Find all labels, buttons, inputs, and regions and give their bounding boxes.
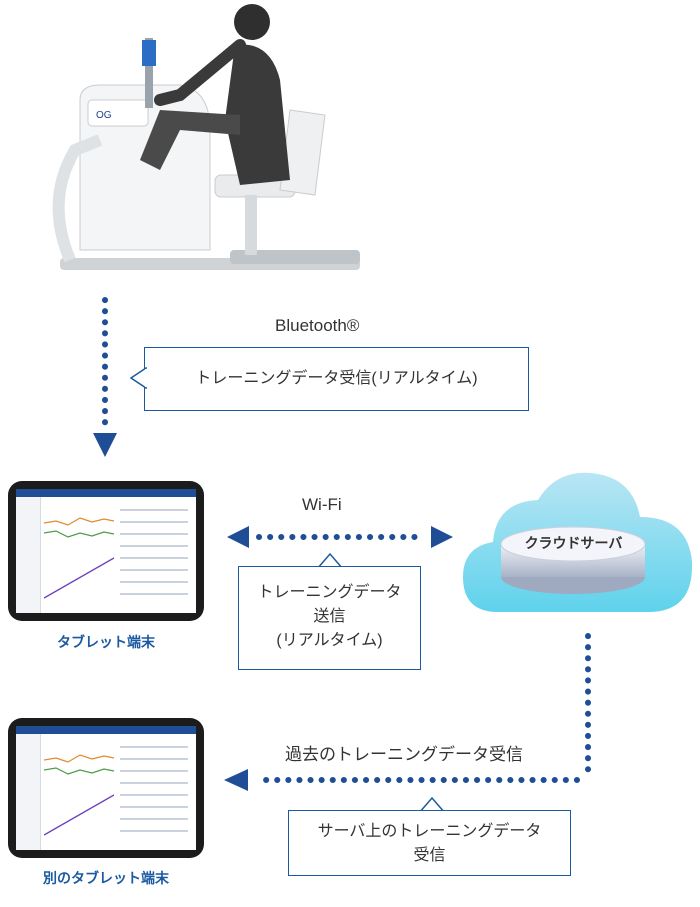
history-label: 過去のトレーニングデータ受信 xyxy=(285,745,523,764)
wifi-label: Wi-Fi xyxy=(302,495,342,514)
history-callout-line-1: サーバ上のトレーニングデータ xyxy=(317,823,542,840)
bluetooth-callout-pointer xyxy=(130,367,148,389)
wifi-callout-line-1: トレーニングデータ xyxy=(257,584,402,601)
history-callout-line-2: 受信 xyxy=(413,847,446,864)
primary-tablet xyxy=(8,481,204,621)
bluetooth-label: Bluetooth® xyxy=(275,316,360,335)
secondary-tablet xyxy=(8,718,204,858)
cloud-server-icon xyxy=(463,472,693,612)
primary-tablet-screen xyxy=(16,489,196,613)
wifi-callout-line-3: (リアルタイム) xyxy=(276,632,383,649)
history-callout: サーバ上のトレーニングデータ 受信 xyxy=(288,810,571,876)
wifi-callout: トレーニングデータ 送信 (リアルタイム) xyxy=(238,566,421,670)
wifi-callout-line-2: 送信 xyxy=(313,608,346,625)
cloud-server-label: クラウドサーバ xyxy=(524,535,623,551)
bluetooth-arrow xyxy=(93,297,117,457)
bluetooth-callout-text: トレーニングデータ受信(リアルタイム) xyxy=(195,370,478,387)
wifi-arrow xyxy=(227,526,453,548)
training-machine-illustration: OG xyxy=(52,4,360,270)
bluetooth-callout: トレーニングデータ受信(リアルタイム) xyxy=(144,347,529,411)
svg-text:OG: OG xyxy=(96,110,112,121)
secondary-tablet-screen xyxy=(16,726,196,850)
history-arrow xyxy=(224,633,591,791)
secondary-tablet-caption: 別のタブレット端末 xyxy=(43,870,169,886)
primary-tablet-caption: タブレット端末 xyxy=(57,634,155,650)
